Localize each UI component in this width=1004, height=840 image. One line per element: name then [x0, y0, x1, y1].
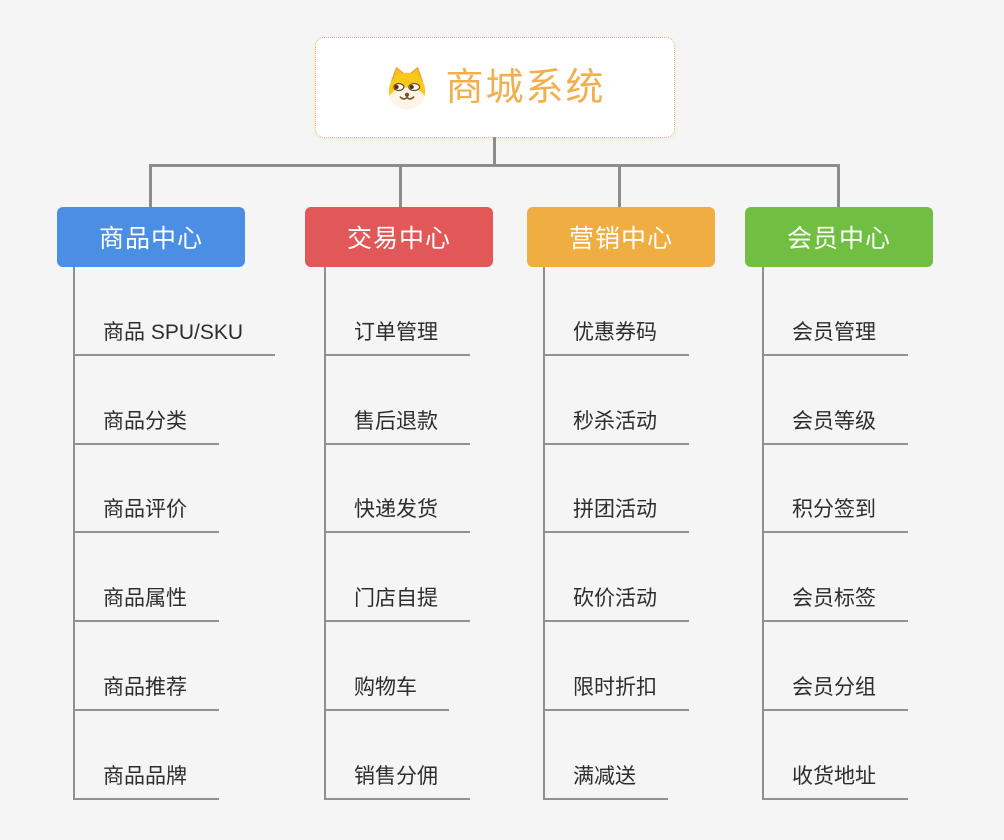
- shiba-dog-face-icon: [389, 66, 426, 109]
- branch-node-product-center[interactable]: 商品中心: [57, 207, 245, 267]
- branch-node-marketing-center[interactable]: 营销中心: [527, 207, 715, 267]
- subtopic-label: 秒杀活动: [573, 409, 657, 433]
- subtopic-product-attribute[interactable]: 商品属性: [75, 533, 219, 623]
- subtopic-label: 会员管理: [792, 320, 876, 344]
- subtopic-order-management[interactable]: 订单管理: [326, 267, 470, 356]
- subtopic-label: 快递发货: [354, 498, 438, 522]
- connector-drop-trade: [399, 164, 402, 208]
- subtopic-product-recommend[interactable]: 商品推荐: [75, 622, 219, 712]
- subtopic-label: 商品属性: [103, 587, 187, 611]
- connector-root-stem: [493, 137, 496, 165]
- subtopic-member-level[interactable]: 会员等级: [764, 356, 908, 445]
- subtopic-label: 订单管理: [354, 320, 438, 344]
- subtopic-shipping-address[interactable]: 收货地址: [764, 711, 908, 800]
- subtopic-label: 收货地址: [792, 764, 876, 788]
- subtopic-label: 商品评价: [103, 498, 187, 522]
- subtopic-spend-and-save[interactable]: 满减送: [545, 711, 668, 800]
- connector-drop-member: [837, 164, 840, 208]
- subtopic-bargain-activity[interactable]: 砍价活动: [545, 533, 689, 623]
- connector-horizontal-bus: [149, 164, 840, 167]
- root-topic-title: 商城系统: [445, 66, 606, 109]
- subtopic-label: 门店自提: [354, 587, 438, 611]
- branch-node-member-center[interactable]: 会员中心: [745, 207, 933, 267]
- subtopic-product-category[interactable]: 商品分类: [75, 356, 219, 445]
- subtopic-label: 拼团活动: [573, 498, 657, 522]
- item-column-product-center: 商品 SPU/SKU 商品分类 商品评价 商品属性 商品推荐 商品品牌: [73, 267, 276, 800]
- subtopic-label: 砍价活动: [573, 587, 657, 611]
- root-topic-node[interactable]: 商城系统: [315, 37, 675, 138]
- subtopic-member-tag[interactable]: 会员标签: [764, 533, 908, 623]
- subtopic-product-spu-sku[interactable]: 商品 SPU/SKU: [75, 267, 276, 356]
- subtopic-label: 商品 SPU/SKU: [103, 320, 244, 344]
- connector-drop-product: [149, 164, 152, 208]
- subtopic-store-pickup[interactable]: 门店自提: [326, 533, 470, 623]
- subtopic-limited-time-discount[interactable]: 限时折扣: [545, 622, 689, 712]
- subtopic-member-group[interactable]: 会员分组: [764, 622, 908, 712]
- subtopic-flash-sale[interactable]: 秒杀活动: [545, 356, 689, 445]
- subtopic-label: 商品推荐: [103, 676, 187, 700]
- subtopic-express-shipping[interactable]: 快递发货: [326, 445, 470, 534]
- subtopic-aftersale-refund[interactable]: 售后退款: [326, 356, 470, 445]
- subtopic-label: 优惠券码: [573, 320, 657, 344]
- subtopic-label: 销售分佣: [354, 764, 438, 788]
- subtopic-label: 会员分组: [792, 676, 876, 700]
- connector-drop-marketing: [618, 164, 621, 208]
- subtopic-label: 商品分类: [103, 409, 187, 433]
- subtopic-label: 商品品牌: [103, 764, 187, 788]
- subtopic-label: 售后退款: [354, 409, 438, 433]
- subtopic-shopping-cart[interactable]: 购物车: [326, 622, 449, 712]
- subtopic-group-buy[interactable]: 拼团活动: [545, 445, 689, 534]
- subtopic-label: 会员等级: [792, 409, 876, 433]
- branch-node-trade-center[interactable]: 交易中心: [305, 207, 493, 267]
- subtopic-label: 限时折扣: [573, 676, 657, 700]
- item-column-trade-center: 订单管理 售后退款 快递发货 门店自提 购物车 销售分佣: [324, 267, 470, 800]
- subtopic-label: 满减送: [573, 764, 636, 788]
- subtopic-sales-commission[interactable]: 销售分佣: [326, 711, 470, 800]
- subtopic-coupon-code[interactable]: 优惠券码: [545, 267, 689, 356]
- item-column-marketing-center: 优惠券码 秒杀活动 拼团活动 砍价活动 限时折扣 满减送: [543, 267, 689, 800]
- subtopic-label: 会员标签: [792, 587, 876, 611]
- subtopic-product-review[interactable]: 商品评价: [75, 445, 219, 534]
- subtopic-product-brand[interactable]: 商品品牌: [75, 711, 219, 800]
- subtopic-label: 积分签到: [792, 498, 876, 522]
- subtopic-points-checkin[interactable]: 积分签到: [764, 445, 908, 534]
- subtopic-member-management[interactable]: 会员管理: [764, 267, 908, 356]
- subtopic-label: 购物车: [354, 676, 417, 700]
- item-column-member-center: 会员管理 会员等级 积分签到 会员标签 会员分组 收货地址: [762, 267, 908, 800]
